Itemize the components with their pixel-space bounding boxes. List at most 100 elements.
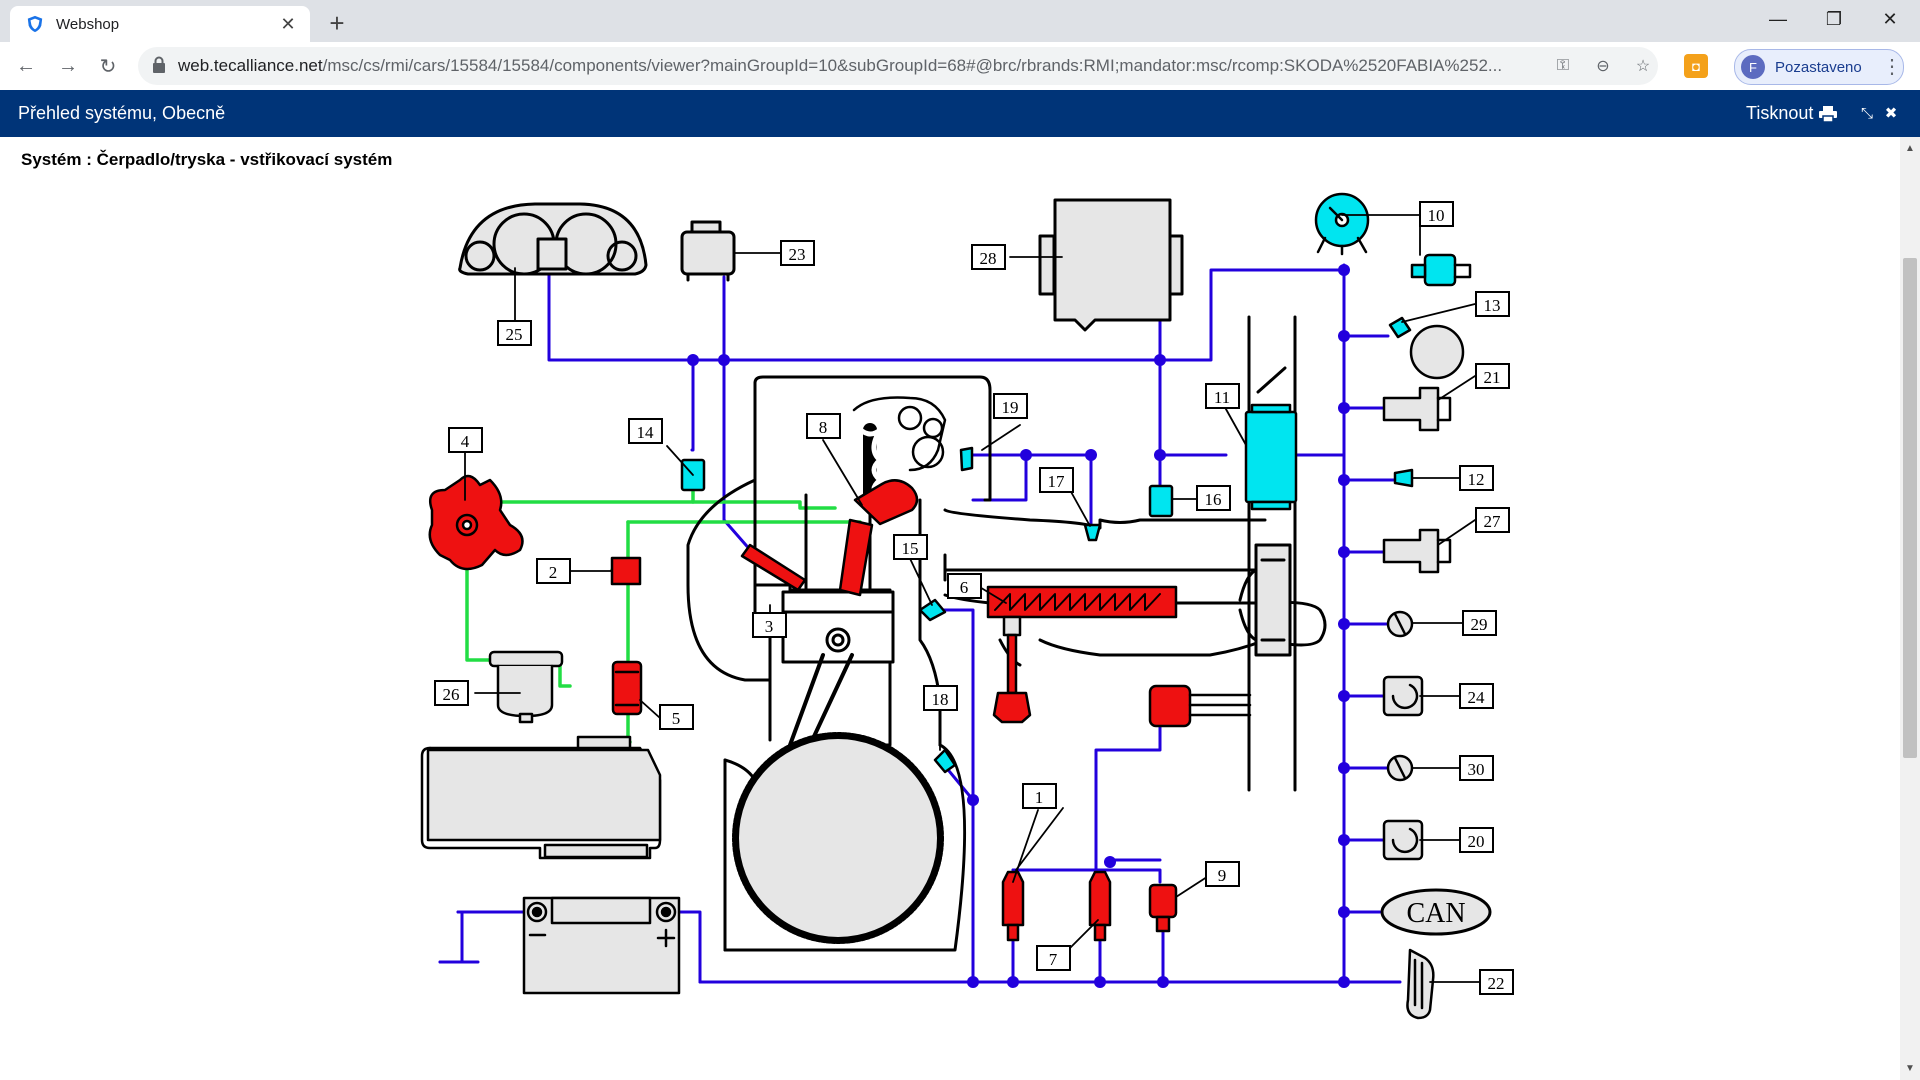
callout-9[interactable]: 9 bbox=[1205, 861, 1240, 887]
callout-15[interactable]: 15 bbox=[893, 534, 928, 560]
callout-22[interactable]: 22 bbox=[1479, 969, 1514, 995]
svg-text:16: 16 bbox=[1205, 490, 1222, 509]
svg-text:9: 9 bbox=[1218, 866, 1227, 885]
app-header: Přehled systému, Obecně Tisknout ⤡ ✖ bbox=[0, 90, 1920, 137]
callout-30[interactable]: 30 bbox=[1459, 755, 1494, 781]
key-icon[interactable]: ⚿ bbox=[1556, 57, 1570, 74]
reload-icon[interactable]: ↻ bbox=[99, 55, 117, 78]
svg-text:12: 12 bbox=[1468, 470, 1485, 489]
print-button[interactable]: Tisknout bbox=[1746, 103, 1838, 124]
callout-1[interactable]: 1 bbox=[1022, 783, 1057, 809]
svg-text:4: 4 bbox=[461, 432, 470, 451]
svg-text:15: 15 bbox=[902, 539, 919, 558]
callout-17[interactable]: 17 bbox=[1039, 467, 1074, 493]
window-close-icon[interactable]: ✕ bbox=[1882, 8, 1898, 29]
svg-text:1: 1 bbox=[1035, 788, 1044, 807]
callout-20[interactable]: 20 bbox=[1459, 827, 1494, 853]
svg-text:19: 19 bbox=[1002, 398, 1019, 417]
callout-21[interactable]: 21 bbox=[1475, 363, 1510, 389]
lock-icon bbox=[153, 56, 165, 73]
callout-14[interactable]: 14 bbox=[628, 418, 663, 444]
solenoid-row bbox=[1001, 870, 1178, 942]
callout-7[interactable]: 7 bbox=[1036, 945, 1071, 971]
print-label: Tisknout bbox=[1746, 103, 1814, 123]
callout-27[interactable]: 27 bbox=[1475, 507, 1510, 533]
can-bus-oval bbox=[1380, 888, 1492, 936]
callout-26[interactable]: 26 bbox=[434, 680, 469, 706]
callout-8[interactable]: 8 bbox=[806, 413, 841, 439]
battery bbox=[522, 896, 681, 995]
scrollbar-thumb[interactable] bbox=[1903, 258, 1917, 758]
zoom-icon[interactable]: ⊖ bbox=[1596, 58, 1610, 75]
callout-13[interactable]: 13 bbox=[1475, 291, 1510, 317]
component-3 bbox=[740, 543, 807, 592]
url-text[interactable]: web.tecalliance.net/msc/cs/rmi/cars/1558… bbox=[178, 56, 1503, 75]
svg-text:10: 10 bbox=[1428, 206, 1445, 225]
relay-23 bbox=[680, 220, 736, 282]
svg-text:26: 26 bbox=[443, 685, 460, 704]
browser-tabstrip: Webshop ✕ + — ❐ ✕ bbox=[0, 0, 1920, 42]
instrument-cluster bbox=[458, 202, 648, 276]
svg-text:30: 30 bbox=[1468, 760, 1485, 779]
component-1 bbox=[992, 615, 1032, 724]
callout-10[interactable]: 10 bbox=[1419, 201, 1454, 227]
system-title: Systém : Čerpadlo/tryska - vstřikovací s… bbox=[21, 150, 393, 169]
callout-12[interactable]: 12 bbox=[1459, 465, 1494, 491]
svg-text:18: 18 bbox=[932, 690, 949, 709]
callout-18[interactable]: 18 bbox=[923, 685, 958, 711]
minimize-icon[interactable]: — bbox=[1769, 8, 1787, 29]
callout-29[interactable]: 29 bbox=[1462, 610, 1497, 636]
extension-icon[interactable]: ◘ bbox=[1684, 54, 1708, 78]
can-label: CAN bbox=[1406, 898, 1465, 929]
callout-23[interactable]: 23 bbox=[780, 240, 815, 266]
star-icon[interactable]: ☆ bbox=[1635, 58, 1651, 75]
callout-24[interactable]: 24 bbox=[1459, 683, 1494, 709]
printer-icon bbox=[1819, 105, 1838, 122]
callout-19[interactable]: 19 bbox=[993, 393, 1028, 419]
callout-4[interactable]: 4 bbox=[448, 427, 483, 453]
svg-text:3: 3 bbox=[765, 617, 774, 636]
svg-text:27: 27 bbox=[1484, 512, 1502, 531]
page-title: Přehled systému, Obecně bbox=[18, 103, 226, 123]
fuel-filter bbox=[488, 650, 564, 724]
svg-text:17: 17 bbox=[1048, 472, 1066, 491]
shield-icon bbox=[27, 15, 43, 33]
scroll-up-icon[interactable]: ▲ bbox=[1905, 142, 1915, 154]
callout-6[interactable]: 6 bbox=[947, 573, 982, 599]
tab-close-icon[interactable]: ✕ bbox=[280, 13, 296, 34]
back-arrow-icon[interactable]: ← bbox=[16, 54, 36, 77]
browser-menu-icon[interactable]: ⋮ bbox=[1882, 55, 1902, 78]
svg-text:5: 5 bbox=[672, 709, 681, 728]
fuel-tank bbox=[420, 735, 662, 860]
close-icon[interactable]: ✖ bbox=[1884, 105, 1898, 122]
profile-button[interactable]: F Pozastaveno bbox=[1734, 49, 1904, 85]
new-tab-button[interactable]: + bbox=[329, 7, 345, 38]
callout-2[interactable]: 2 bbox=[536, 558, 571, 584]
leader-lines bbox=[464, 214, 1484, 983]
callout-28[interactable]: 28 bbox=[971, 244, 1006, 270]
svg-text:25: 25 bbox=[506, 325, 523, 344]
forward-arrow-icon[interactable]: → bbox=[58, 54, 78, 77]
callout-5[interactable]: 5 bbox=[659, 704, 694, 730]
callout-3[interactable]: 3 bbox=[752, 612, 787, 638]
engine-control-unit bbox=[1038, 198, 1184, 332]
svg-text:23: 23 bbox=[789, 245, 806, 264]
browser-tab-webshop[interactable]: Webshop ✕ bbox=[10, 6, 310, 42]
callout-11[interactable]: 11 bbox=[1205, 383, 1240, 409]
svg-text:14: 14 bbox=[637, 423, 655, 442]
callout-25[interactable]: 25 bbox=[497, 320, 532, 346]
component-6 bbox=[986, 585, 1178, 619]
callout-16[interactable]: 16 bbox=[1196, 485, 1231, 511]
tab-title: Webshop bbox=[56, 15, 120, 33]
svg-text:8: 8 bbox=[819, 418, 828, 437]
collapse-icon[interactable]: ⤡ bbox=[1860, 104, 1873, 122]
pump-injector bbox=[838, 479, 919, 597]
profile-label: Pozastaveno bbox=[1775, 58, 1862, 76]
svg-text:20: 20 bbox=[1468, 832, 1485, 851]
svg-text:28: 28 bbox=[980, 249, 997, 268]
address-bar[interactable]: web.tecalliance.net/msc/cs/rmi/cars/1558… bbox=[138, 47, 1658, 85]
scroll-down-icon[interactable]: ▼ bbox=[1905, 1062, 1915, 1074]
restore-icon[interactable]: ❐ bbox=[1825, 8, 1843, 29]
svg-text:29: 29 bbox=[1471, 615, 1488, 634]
svg-text:11: 11 bbox=[1214, 388, 1230, 407]
